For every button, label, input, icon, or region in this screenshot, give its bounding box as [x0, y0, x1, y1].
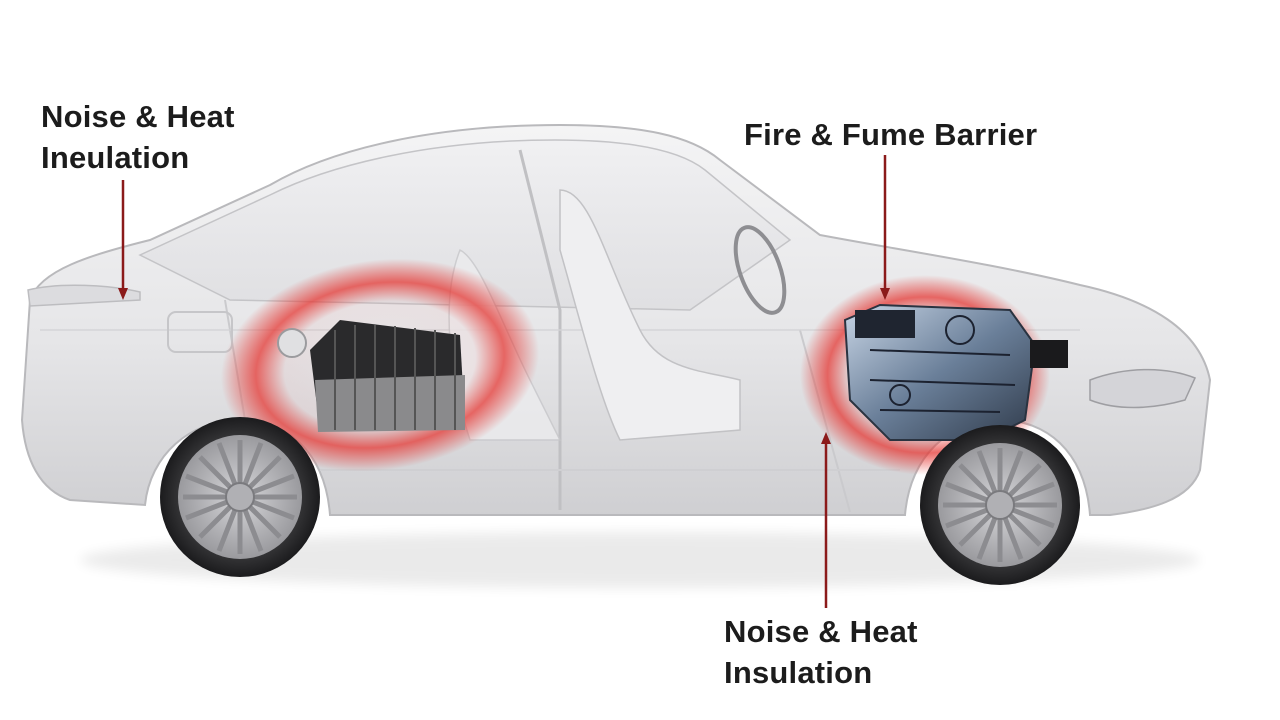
callout-rear-line2: Ineulation — [41, 140, 190, 175]
window-glass — [138, 139, 792, 311]
callout-front-bottom-line2: Insulation — [724, 655, 873, 690]
callout-rear-insulation: Noise & Heat Ineulation — [41, 96, 235, 178]
callout-front-top-line1: Fire & Fume Barrier — [744, 117, 1038, 152]
callout-rear-line1: Noise & Heat — [41, 99, 235, 134]
front-seat — [559, 189, 741, 441]
b-pillar — [518, 149, 562, 510]
fuel-door — [167, 311, 233, 353]
ground-shadow — [80, 532, 1200, 588]
callout-front-bottom-line1: Noise & Heat — [724, 614, 918, 649]
steering-wheel — [733, 225, 787, 315]
leader-line-front-bottom — [821, 432, 831, 608]
callout-front-insulation: Noise & Heat Insulation — [724, 611, 918, 693]
battery-pack — [277, 320, 465, 432]
leader-line-rear — [118, 180, 128, 300]
engine-block — [843, 303, 1068, 441]
front-wheel — [920, 425, 1080, 585]
rear-wheel — [160, 417, 320, 577]
tail-light — [27, 284, 141, 307]
headlight — [1089, 368, 1197, 409]
leader-line-front-top — [880, 155, 890, 300]
callout-fire-fume-barrier: Fire & Fume Barrier — [744, 114, 1037, 155]
